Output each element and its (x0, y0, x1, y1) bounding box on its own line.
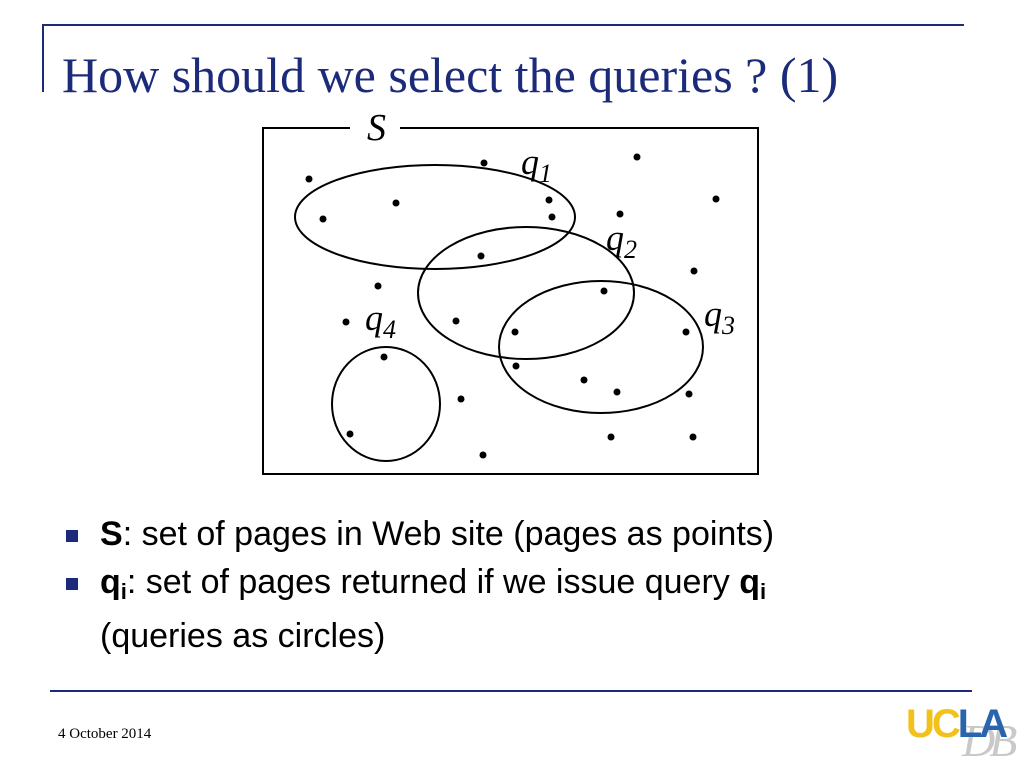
query-q4-ellipse (331, 346, 441, 462)
query-set-diagram: S q1 q2 q3 q4 (255, 108, 765, 482)
page-point (512, 362, 520, 370)
bullet-term-s: S (100, 515, 123, 553)
query-q1-ellipse (294, 164, 576, 270)
page-point (477, 252, 485, 260)
page-point (712, 195, 720, 203)
set-s-label: S (367, 108, 386, 149)
page-point (342, 318, 350, 326)
page-point (613, 388, 621, 396)
bullet-square-icon (66, 530, 78, 542)
page-point (374, 282, 382, 290)
page-point (682, 328, 690, 336)
page-point (690, 267, 698, 275)
bullet-text-qi: : set of pages returned if we issue quer… (126, 563, 740, 601)
page-point (545, 196, 553, 204)
page-point (380, 353, 388, 361)
logo-uc: UC (906, 702, 961, 746)
query-q3-index: 3 (721, 311, 735, 340)
query-q1-label: q1 (521, 142, 552, 188)
bullet-term-q-sub: i (120, 579, 127, 604)
query-q3-label: q3 (704, 294, 735, 340)
bullet-term-q2: q (739, 563, 761, 601)
title-frame-top-rule (42, 24, 964, 26)
page-point (607, 433, 615, 441)
page-point (452, 317, 460, 325)
title-frame-left-rule (42, 24, 44, 92)
query-q3-letter: q (704, 294, 722, 334)
page-point (580, 376, 588, 384)
bullet-term-q: q (100, 563, 121, 601)
bullet-text-qi-cont: (queries as circles) (100, 617, 386, 655)
page-point (319, 215, 327, 223)
query-q2-ellipse (417, 226, 635, 360)
query-q4-letter: q (365, 298, 383, 338)
footer-date: 4 October 2014 (58, 726, 152, 742)
page-point (689, 433, 697, 441)
bullet-item-s: S: set of pages in Web site (pages as po… (64, 512, 984, 556)
bullet-square-icon (66, 578, 78, 590)
page-point (392, 199, 400, 207)
query-q2-letter: q (606, 218, 624, 258)
query-q3-ellipse (498, 280, 704, 414)
slide-title: How should we select the queries ? (1) (62, 47, 839, 103)
logo-ucla-wordmark: UCLA (906, 700, 1008, 748)
page-point (511, 328, 519, 336)
page-point (600, 287, 608, 295)
page-point (305, 175, 313, 183)
query-q2-index: 2 (624, 235, 637, 264)
bullet-list: S: set of pages in Web site (pages as po… (64, 512, 984, 662)
query-q4-index: 4 (383, 315, 396, 344)
page-point (479, 451, 487, 459)
page-point (457, 395, 465, 403)
query-q2-label: q2 (606, 218, 637, 264)
diagram-canvas: S q1 q2 q3 q4 (262, 108, 759, 475)
logo-db-watermark: DB (962, 715, 1017, 766)
bullet-item-qi: qi: set of pages returned if we issue qu… (64, 560, 984, 658)
page-points (305, 153, 720, 459)
set-s-border (262, 127, 759, 475)
page-point (633, 153, 641, 161)
query-q1-letter: q (521, 142, 539, 182)
query-q4-label: q4 (365, 298, 396, 344)
ucla-db-logo: DB UCLA (906, 700, 1024, 768)
page-point (480, 159, 488, 167)
page-point (548, 213, 556, 221)
footer-rule (50, 690, 972, 692)
bullet-term-q2-sub: i (760, 579, 767, 604)
page-point (616, 210, 624, 218)
query-q1-index: 1 (539, 159, 552, 188)
bullet-text-s: : set of pages in Web site (pages as poi… (122, 515, 775, 553)
page-point (685, 390, 693, 398)
logo-la: LA (957, 702, 1008, 746)
page-point (346, 430, 354, 438)
